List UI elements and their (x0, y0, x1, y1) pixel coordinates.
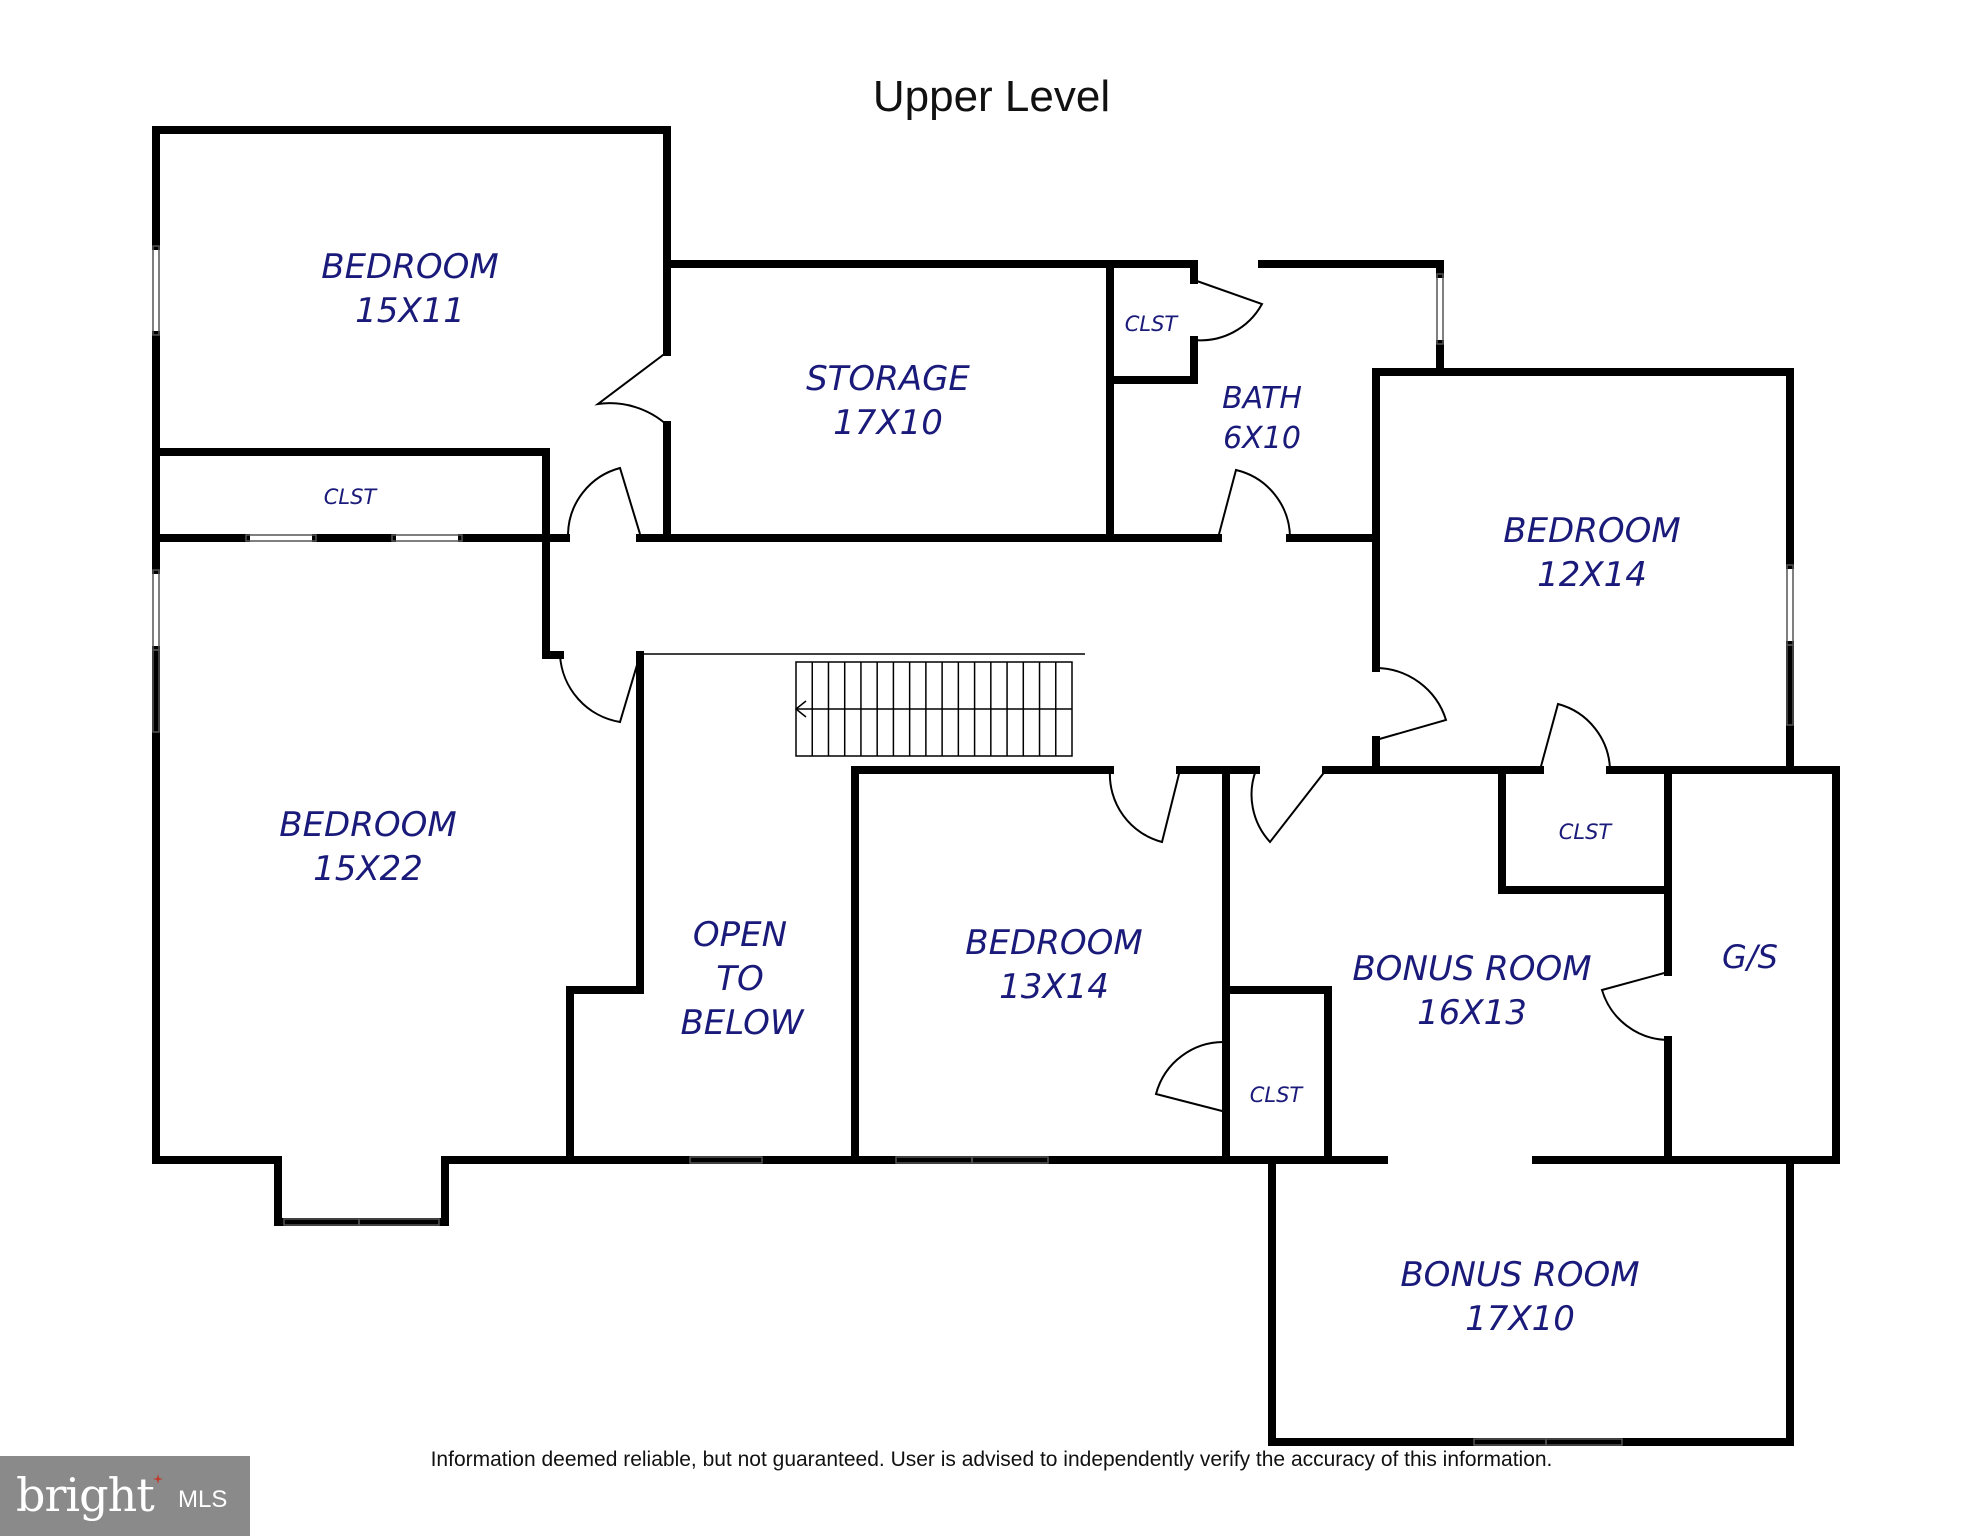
walls (152, 126, 1840, 1446)
logo-brand: bright (16, 1468, 155, 1522)
window-closet-b (391, 534, 463, 542)
room-dims-bedroom-c: 13X14 (999, 967, 1109, 1007)
room-name-bedroom-c: BEDROOM (965, 923, 1142, 963)
window-ne-a (1786, 564, 1794, 646)
logo-spark-icon (153, 1474, 163, 1484)
room-name-bedroom-nw: BEDROOM (321, 247, 498, 287)
door-hall-closet-n (567, 466, 641, 535)
room-name-bonus1: BONUS ROOM (1352, 949, 1591, 989)
window-closet-a (245, 534, 317, 542)
door-bath-closet (1193, 279, 1264, 342)
window-bay-b (358, 1218, 440, 1226)
window-center-b (971, 1156, 1049, 1164)
door-gs (1600, 971, 1669, 1041)
bright-mls-logo: bright MLS (0, 1456, 250, 1536)
door-ne-closet (1539, 702, 1611, 771)
room-name-gs: G/S (1722, 938, 1778, 976)
room-open-below-2: TO (716, 959, 764, 999)
wall-ne-closet (1498, 766, 1672, 894)
room-labels: BEDROOM 15X11 STORAGE 17X10 BATH 6X10 BE… (279, 247, 1778, 1339)
logo-suffix: MLS (178, 1486, 228, 1513)
door-center-bedroom (1108, 769, 1181, 844)
wall-nw-bedroom (152, 126, 671, 356)
room-name-bedroom-w: BEDROOM (279, 805, 456, 845)
closet-label-center: CLST (1250, 1083, 1305, 1107)
wall-center-closet (1222, 986, 1332, 1164)
room-dims-bedroom-nw: 15X11 (355, 291, 465, 331)
room-name-storage: STORAGE (806, 359, 970, 399)
staircase (640, 653, 1085, 757)
room-name-bedroom-ne: BEDROOM (1503, 511, 1680, 551)
floor-title: Upper Level (872, 72, 1111, 121)
window-open-below (689, 1156, 763, 1164)
room-dims-bedroom-w: 15X22 (313, 849, 423, 889)
window-bath (1436, 273, 1444, 345)
door-nw-bedroom (594, 351, 668, 426)
doors (559, 279, 1669, 1113)
wall-ne-bedroom (1372, 368, 1794, 569)
closet-label-hall: CLST (324, 485, 379, 509)
window-w-west (152, 569, 160, 651)
stair-arrow (794, 700, 807, 718)
room-dims-bath: 6X10 (1223, 421, 1301, 456)
door-west-bedroom (559, 654, 641, 724)
room-dims-bonus2: 17X10 (1465, 1299, 1575, 1339)
windows (152, 245, 1794, 1446)
room-dims-bonus1: 16X13 (1417, 993, 1527, 1033)
door-bath (1217, 468, 1291, 539)
room-open-below-3: BELOW (680, 1003, 804, 1043)
room-open-below-1: OPEN (693, 915, 787, 955)
wall-west-bedroom-bay (152, 1156, 570, 1226)
window-bonus2-b (1545, 1438, 1623, 1446)
door-ne-bedroom (1375, 667, 1448, 741)
window-w-west-b (152, 649, 160, 733)
door-bonus1 (1250, 769, 1327, 844)
disclaimer-text: Information deemed reliable, but not gua… (430, 1448, 1553, 1471)
room-dims-storage: 17X10 (833, 403, 943, 443)
room-name-bath: BATH (1222, 381, 1302, 416)
room-name-bonus2: BONUS ROOM (1400, 1255, 1639, 1295)
closet-label-ne: CLST (1559, 820, 1614, 844)
window-ne-b (1786, 644, 1794, 726)
door-center-closet (1154, 1040, 1227, 1113)
stair-treads (811, 662, 1057, 756)
wall-open-below-west (566, 651, 644, 1164)
wall-storage (663, 260, 1114, 542)
window-nw-west (152, 245, 160, 336)
closet-label-bath: CLST (1125, 312, 1180, 336)
wall-bonus2 (1268, 1156, 1794, 1446)
room-dims-bedroom-ne: 12X14 (1537, 555, 1647, 595)
